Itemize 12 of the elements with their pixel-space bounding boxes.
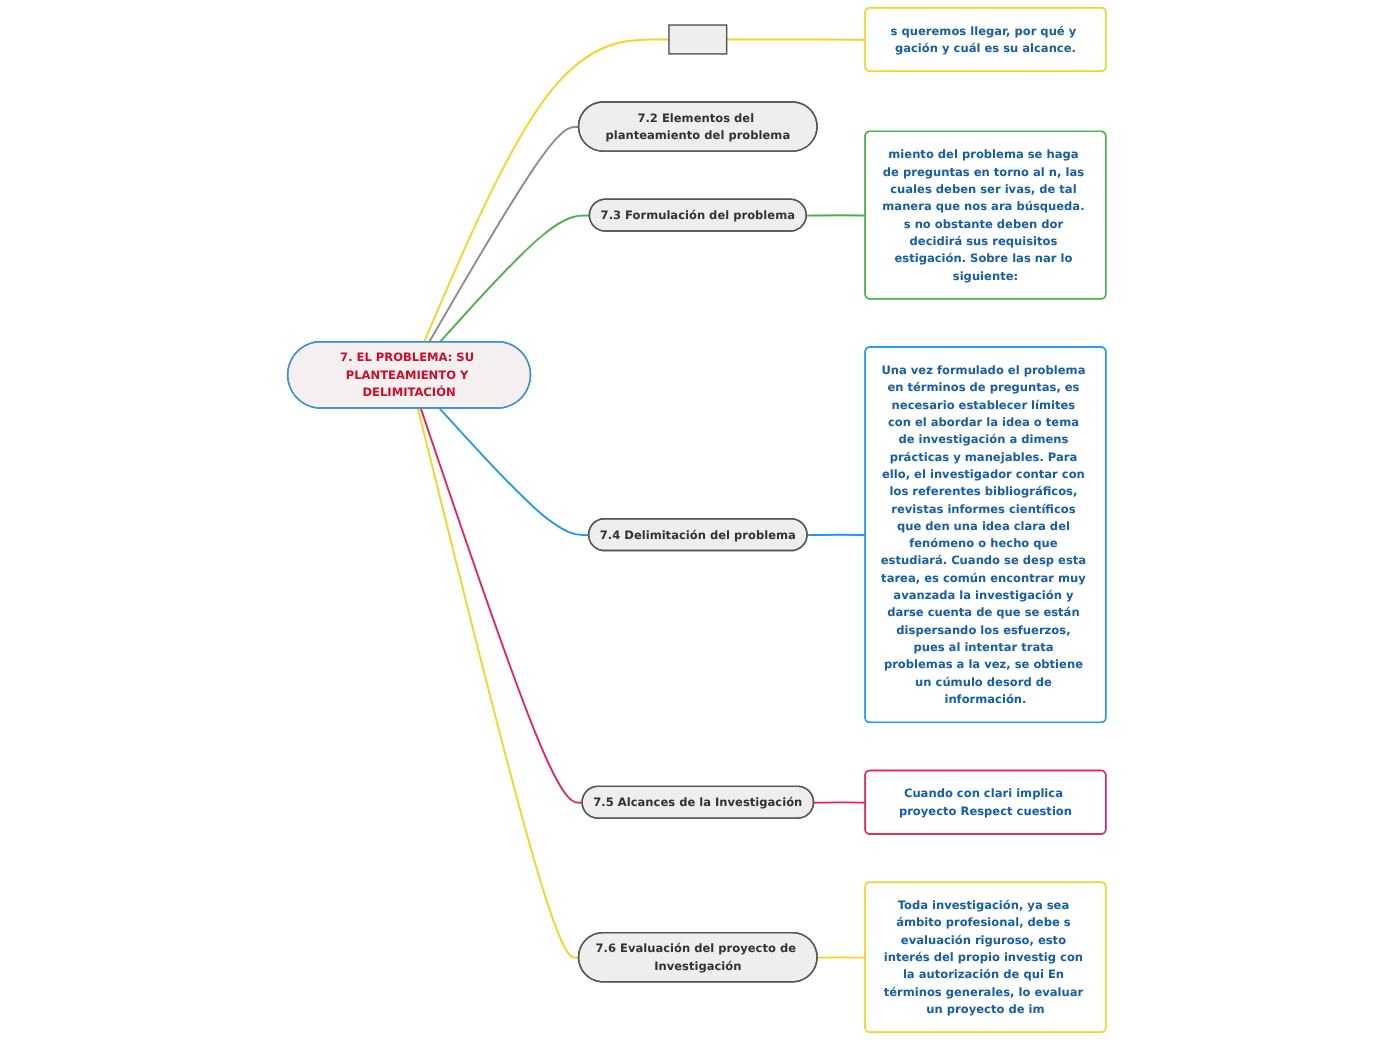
connector — [804, 214, 866, 217]
connector — [422, 38, 670, 344]
connector — [724, 38, 866, 41]
connector — [427, 126, 580, 344]
connector — [438, 214, 591, 344]
connector — [419, 407, 583, 804]
node-box — [667, 24, 727, 55]
connector — [416, 407, 580, 959]
connector — [815, 956, 866, 959]
connector — [805, 533, 866, 537]
connector — [812, 801, 866, 804]
connector — [438, 407, 590, 537]
